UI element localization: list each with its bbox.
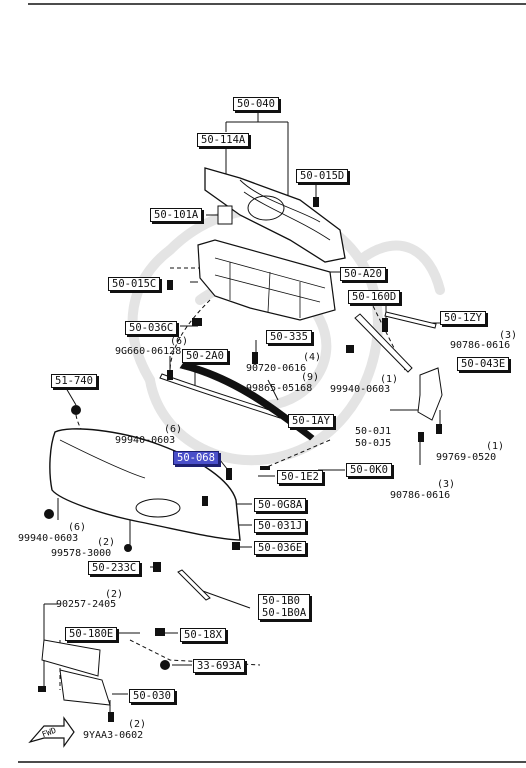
qty-label: (6) [68, 522, 87, 533]
part-50-068-highlighted[interactable]: 50-068 [173, 451, 219, 465]
brace-rod [354, 313, 413, 373]
part-50-043E[interactable]: 50-043E [457, 357, 510, 371]
energy-absorber [217, 205, 233, 225]
part-50-114A[interactable]: 50-114A [197, 133, 250, 147]
part-50-040[interactable]: 50-040 [233, 97, 279, 111]
part-9G660-06128[interactable]: 9G660-06128 [115, 346, 182, 357]
part-50-1B0A[interactable]: 50-1B0A [262, 607, 307, 619]
part-90257-2405[interactable]: 90257-2405 [56, 599, 117, 610]
part-50-015D[interactable]: 50-015D [296, 169, 349, 183]
qty-label: (2) [97, 537, 116, 548]
qty-label: (1) [380, 374, 399, 385]
part-50-2A0[interactable]: 50-2A0 [182, 349, 228, 363]
part-99940-0603-a[interactable]: 99940-0603 [330, 384, 391, 395]
part-50-233C[interactable]: 50-233C [88, 561, 141, 575]
qty-label: (6) [164, 424, 183, 435]
part-90786-0616-a[interactable]: 90786-0616 [450, 340, 511, 351]
part-50-A20[interactable]: 50-A20 [340, 267, 386, 281]
fascia-vent [135, 498, 181, 518]
part-90786-0616-b[interactable]: 90786-0616 [390, 490, 451, 501]
part-50-0G8A[interactable]: 50-0G8A [254, 498, 307, 512]
part-50-1AY[interactable]: 50-1AY [288, 414, 334, 428]
part-50-1B0-group[interactable]: 50-1B0 50-1B0A [258, 594, 311, 620]
part-99940-0603-c[interactable]: 99940-0603 [18, 533, 79, 544]
part-50-335[interactable]: 50-335 [266, 330, 312, 344]
part-33-693A[interactable]: 33-693A [193, 659, 246, 673]
fastener-icons [38, 197, 442, 722]
side-bracket [417, 367, 443, 421]
upper-seal-strip [179, 361, 315, 441]
part-50-036E[interactable]: 50-036E [254, 541, 307, 555]
part-51-740[interactable]: 51-740 [51, 374, 97, 388]
lower-grille [177, 569, 211, 601]
qty-label: (9) [301, 372, 320, 383]
part-50-1ZY[interactable]: 50-1ZY [440, 311, 486, 325]
part-50-015C[interactable]: 50-015C [108, 277, 161, 291]
qty-label: (4) [303, 352, 322, 363]
part-90720-0616[interactable]: 90720-0616 [246, 363, 307, 374]
part-50-160D[interactable]: 50-160D [348, 290, 401, 304]
part-50-18X[interactable]: 50-18X [180, 628, 226, 642]
part-50-0J1[interactable]: 50-0J1 [355, 426, 392, 437]
qty-label: (1) [486, 441, 505, 452]
part-99769-0520[interactable]: 99769-0520 [436, 452, 497, 463]
part-50-030[interactable]: 50-030 [129, 689, 175, 703]
part-50-180E[interactable]: 50-180E [65, 627, 118, 641]
part-50-0K0[interactable]: 50-0K0 [346, 463, 392, 477]
bumper-bracket [197, 239, 336, 321]
qty-label: (6) [170, 336, 189, 347]
part-50-036C[interactable]: 50-036C [125, 321, 178, 335]
part-99940-0603-b[interactable]: 99940-0603 [115, 435, 176, 446]
qty-label: (3) [437, 479, 456, 490]
part-99865-05168[interactable]: 99865-05168 [246, 383, 313, 394]
forward-arrow-icon [28, 716, 75, 748]
part-50-031J[interactable]: 50-031J [254, 519, 307, 533]
part-50-0J5[interactable]: 50-0J5 [355, 438, 392, 449]
part-50-101A[interactable]: 50-101A [150, 208, 203, 222]
part-50-1E2[interactable]: 50-1E2 [277, 470, 323, 484]
bumper-reinforcement [204, 167, 346, 263]
lower-bracket [59, 669, 111, 706]
part-9YAA3-0602[interactable]: 9YAA3-0602 [83, 730, 144, 741]
qty-label: (3) [499, 330, 518, 341]
part-99578-3000[interactable]: 99578-3000 [51, 548, 112, 559]
under-cover [41, 639, 101, 677]
qty-label: (2) [105, 589, 124, 600]
part-50-1B0[interactable]: 50-1B0 [262, 595, 300, 607]
bumper-fascia [49, 428, 241, 541]
qty-label: (2) [128, 719, 147, 730]
